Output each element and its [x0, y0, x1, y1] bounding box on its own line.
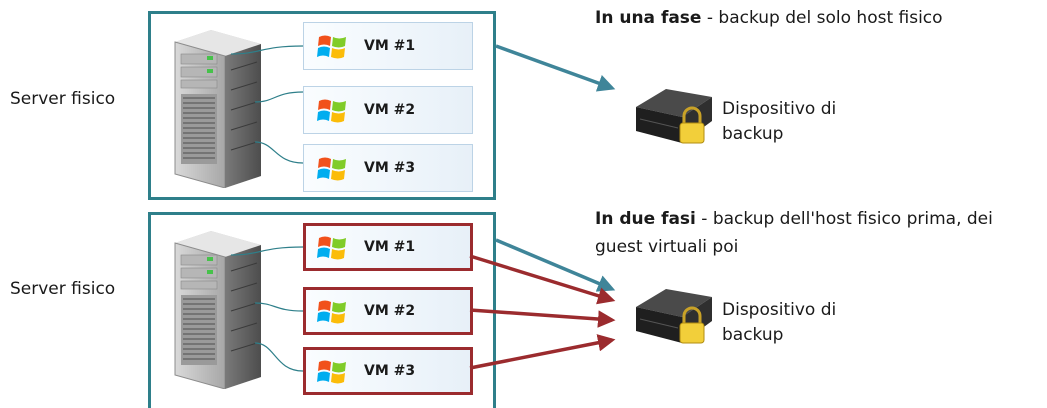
- padlock-icon: [679, 106, 705, 144]
- top-host-panel: VM #1 VM #2 VM #3: [148, 11, 496, 200]
- bottom-host-vm-connectors: [230, 246, 304, 372]
- arrows-overlay: [469, 44, 616, 370]
- backup-drive-icon: [636, 89, 712, 144]
- bottom-vm-1: VM #1: [303, 223, 473, 271]
- top-heading-rest: - backup del solo host fisico: [701, 8, 943, 28]
- bottom-heading-rest: - backup dell'host fisico prima, dei: [695, 209, 993, 229]
- device-label-line1: Dispositivo di: [722, 99, 837, 119]
- padlock-icon: [679, 306, 705, 344]
- vm2-backup-arrow: [469, 308, 616, 328]
- windows-flag-icon: [317, 360, 346, 384]
- server-tower-icon: [174, 30, 261, 188]
- device-label-line2: backup: [722, 325, 784, 345]
- device-label-line2: backup: [722, 124, 784, 144]
- bottom-heading-line2: guest virtuali poi: [595, 237, 739, 257]
- top-vm-3: VM #3: [303, 144, 473, 192]
- top-vm-1: VM #1: [303, 22, 473, 70]
- top-host-backup-arrow: [495, 44, 616, 92]
- vm1-backup-arrow: [469, 254, 616, 305]
- bottom-host-backup-arrow: [495, 238, 616, 292]
- windows-flag-icon: [317, 99, 346, 123]
- vm-label: VM #1: [364, 38, 416, 54]
- top-host-vm-connectors: [230, 45, 304, 164]
- vm-label: VM #3: [364, 363, 416, 379]
- windows-flag-icon: [317, 157, 346, 181]
- top-vm-2: VM #2: [303, 86, 473, 134]
- vm-label: VM #2: [364, 303, 416, 319]
- bottom-vm-3: VM #3: [303, 347, 473, 395]
- bottom-vm-2: VM #2: [303, 287, 473, 335]
- vm-label: VM #2: [364, 102, 416, 118]
- windows-flag-icon: [317, 35, 346, 59]
- server-tower-icon: [174, 231, 261, 389]
- bottom-host-panel: VM #1 VM #2 VM #3: [148, 212, 496, 408]
- vm3-backup-arrow: [469, 334, 616, 370]
- top-heading-bold: In una fase: [595, 8, 702, 28]
- windows-flag-icon: [317, 300, 346, 324]
- windows-flag-icon: [317, 236, 346, 260]
- top-server-label: Server fisico: [10, 89, 116, 109]
- backup-drive-icon: [636, 289, 712, 344]
- vm-label: VM #1: [364, 239, 416, 255]
- bottom-server-label: Server fisico: [10, 279, 116, 299]
- bottom-heading: In due fasi - backup dell'host fisico pr…: [595, 205, 993, 261]
- bottom-heading-bold: In due fasi: [595, 209, 696, 229]
- bottom-device-label: Dispositivo di backup: [722, 298, 836, 348]
- vm-label: VM #3: [364, 160, 416, 176]
- device-label-line1: Dispositivo di: [722, 300, 837, 320]
- top-heading: In una fase - backup del solo host fisic…: [595, 4, 943, 32]
- top-device-label: Dispositivo di backup: [722, 97, 836, 147]
